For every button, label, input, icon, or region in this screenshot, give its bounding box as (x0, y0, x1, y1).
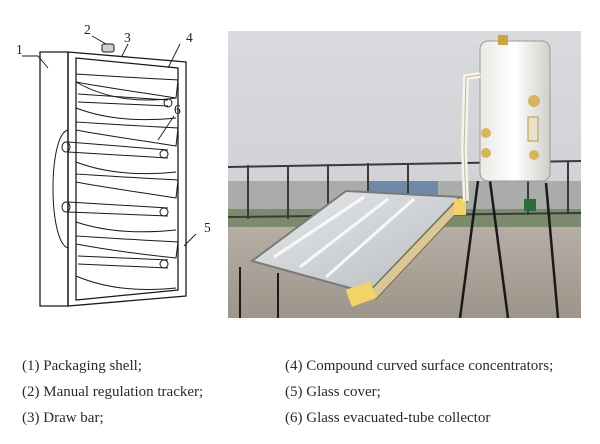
legend-item-packaging-shell: (1) Packaging shell; (22, 358, 142, 374)
callout-labels: 1 2 3 4 5 6 (16, 22, 211, 235)
callout-1: 1 (16, 42, 23, 57)
legend-left-column: (1) Packaging shell; (2) Manual regulati… (22, 353, 203, 431)
water-tank (479, 35, 551, 182)
manual-regulation-tracker (101, 43, 115, 53)
valve (524, 199, 536, 211)
packaging-shell-outline (39, 51, 187, 307)
legend-item-compound-curved-surface-concentrators: (4) Compound curved surface concentrator… (285, 358, 554, 374)
callout-6: 6 (174, 102, 181, 117)
legend-item-glass-cover: (5) Glass cover; (285, 384, 381, 400)
legend-item-draw-bar: (3) Draw bar; (22, 410, 104, 426)
legend-item-manual-regulation-tracker: (2) Manual regulation tracker; (22, 384, 204, 400)
support-stand (239, 180, 560, 318)
legend-right-column: (4) Compound curved surface concentrator… (285, 353, 553, 431)
callout-3: 3 (124, 30, 131, 45)
connecting-pipe-edge (463, 74, 481, 202)
callout-5: 5 (204, 220, 211, 235)
callout-4: 4 (186, 30, 193, 45)
callout-2: 2 (84, 22, 91, 37)
concentrator-rows (52, 73, 179, 290)
legend-item-glass-evacuated-tube-collector: (6) Glass evacuated-tube collector (285, 410, 491, 426)
callout-leader-lines (22, 35, 197, 247)
collector-photograph (228, 31, 581, 318)
collector-panel (249, 189, 469, 307)
collector-schematic-drawing: 1 2 3 4 5 6 (16, 22, 211, 307)
